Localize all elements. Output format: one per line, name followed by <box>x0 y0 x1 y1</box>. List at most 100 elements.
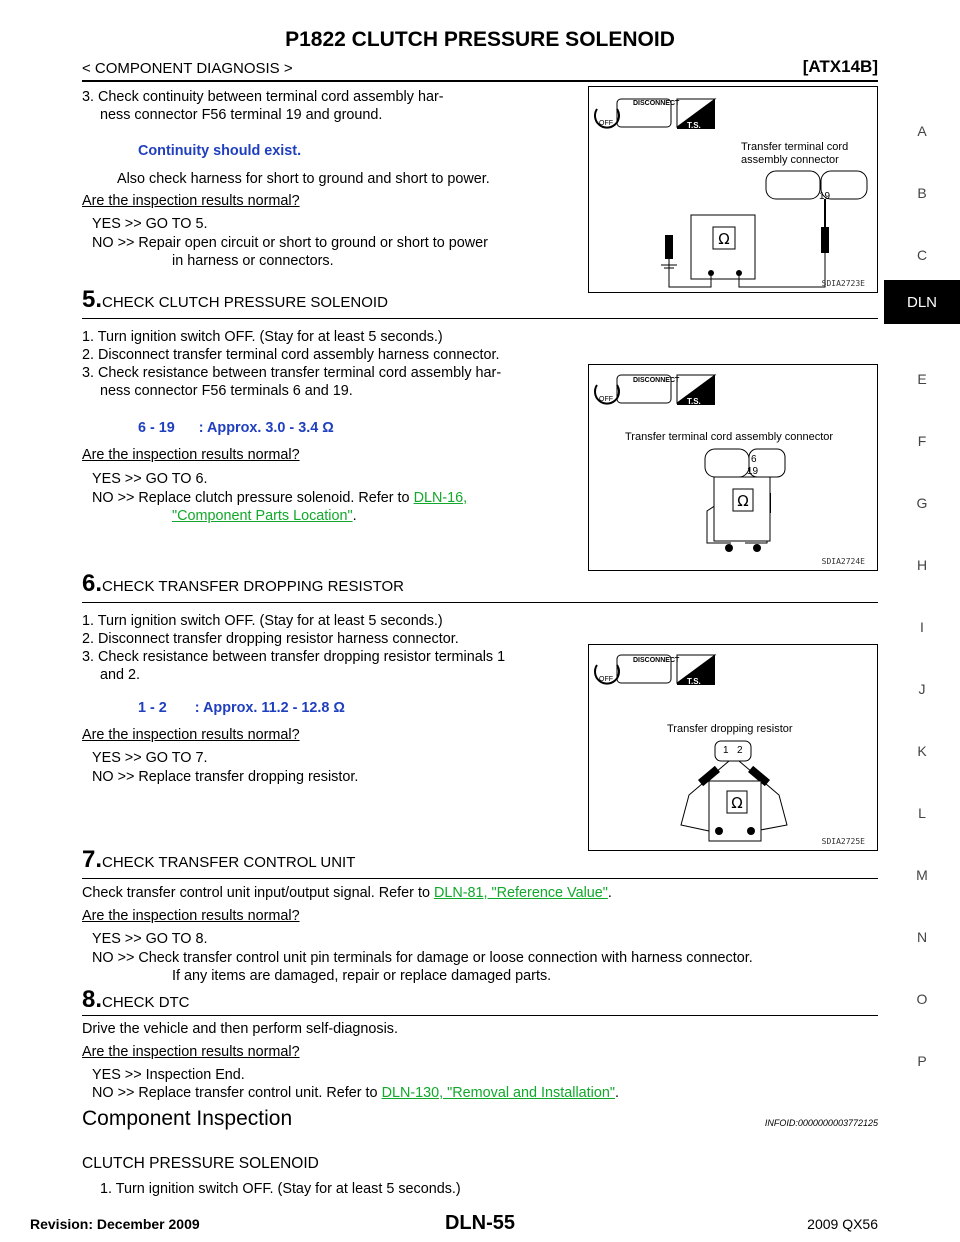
off-label: OFF <box>599 676 613 683</box>
figure-sdia2724e: Ω DISCONNECT OFF T.S. Transfer terminal … <box>588 364 878 571</box>
section-label: < COMPONENT DIAGNOSIS > <box>82 60 293 77</box>
side-index-c[interactable]: C <box>916 247 928 263</box>
side-index-k[interactable]: K <box>917 743 927 759</box>
step5-no-cont: "Component Parts Location". <box>172 507 357 525</box>
connector-shape <box>820 170 868 200</box>
step7-title: CHECK TRANSFER CONTROL UNIT <box>102 854 356 871</box>
continuity-check-diagram: Ω <box>594 98 868 288</box>
header-rule <box>82 80 878 82</box>
step5-line3-cont: ness connector F56 terminals 6 and 19. <box>100 383 353 399</box>
step5-line1: 1. Turn ignition switch OFF. (Stay for a… <box>82 329 443 345</box>
off-label: OFF <box>599 396 613 403</box>
side-index-p[interactable]: P <box>917 1053 927 1069</box>
connector-label: Transfer terminal cord assembly connecto… <box>625 431 834 443</box>
step6-title: CHECK TRANSFER DROPPING RESISTOR <box>102 578 405 595</box>
step6-spec: 1 - 2 : Approx. 11.2 - 12.8 Ω <box>138 700 345 716</box>
link-dln-16[interactable]: DLN-16, <box>413 490 468 506</box>
disconnect-label: DISCONNECT <box>633 100 680 107</box>
component-inspection-title: Component Inspection <box>82 1107 293 1130</box>
side-index: A B C E F G H I J K L M N O P <box>884 100 960 1092</box>
svg-text:Ω: Ω <box>737 492 748 510</box>
pin-2-label: 2 <box>737 745 743 756</box>
key-off-icon <box>594 108 620 129</box>
step8-rule <box>82 1015 878 1016</box>
step6-question: Are the inspection results normal? <box>82 727 300 743</box>
svg-text:Ω: Ω <box>731 794 742 812</box>
step3-spec: Continuity should exist. <box>138 143 302 159</box>
step6-no: NO >> Replace transfer dropping resistor… <box>92 769 359 785</box>
step6-rule <box>82 602 878 603</box>
resistance-check-diagram: Ω <box>594 374 786 552</box>
period: . <box>607 885 612 901</box>
pin-19-label: 19 <box>747 466 759 477</box>
step6-heading: 6.CHECK TRANSFER DROPPING RESISTOR <box>82 570 404 598</box>
step5-question: Are the inspection results normal? <box>82 447 300 463</box>
pin-1-label: 1 <box>723 745 729 756</box>
step3-no: NO >> Repair open circuit or short to gr… <box>92 235 488 251</box>
side-index-h[interactable]: H <box>916 557 928 573</box>
step8-no-text: NO >> Replace transfer control unit. Ref… <box>92 1085 382 1101</box>
side-index-j[interactable]: J <box>918 681 926 697</box>
ts-label: T.S. <box>687 677 701 686</box>
step7-line1: Check transfer control unit input/output… <box>82 884 612 902</box>
step5-rule <box>82 318 878 319</box>
resistor-label: Transfer dropping resistor <box>667 723 793 735</box>
step8-no: NO >> Replace transfer control unit. Ref… <box>92 1084 619 1102</box>
step5-title: CHECK CLUTCH PRESSURE SOLENOID <box>102 294 388 311</box>
step3-no-cont: in harness or connectors. <box>172 253 334 269</box>
step7-no: NO >> Check transfer control unit pin te… <box>92 950 753 966</box>
link-dln-130-removal-installation[interactable]: DLN-130, "Removal and Installation" <box>381 1085 615 1101</box>
step8-title: CHECK DTC <box>102 994 190 1011</box>
step7-question: Are the inspection results normal? <box>82 908 300 924</box>
page-title: P1822 CLUTCH PRESSURE SOLENOID <box>285 28 675 51</box>
disconnect-label: DISCONNECT <box>633 657 680 664</box>
side-index-l[interactable]: L <box>918 805 926 821</box>
step7-no-cont: If any items are damaged, repair or repl… <box>172 968 552 984</box>
ts-label: T.S. <box>687 121 701 130</box>
figure-caption: SDIA2725E <box>821 837 865 846</box>
step3-line1: 3. Check continuity between terminal cor… <box>82 89 444 105</box>
figure-caption: SDIA2723E <box>821 279 865 288</box>
step8-yes: YES >> Inspection End. <box>92 1067 245 1083</box>
side-index-active-dln[interactable]: DLN <box>884 280 960 324</box>
connector-label-line2: assembly connector <box>741 154 839 166</box>
side-index-i[interactable]: I <box>920 619 924 635</box>
link-dln-81-reference-value[interactable]: DLN-81, "Reference Value" <box>433 885 608 901</box>
step3-note: Also check harness for short to ground a… <box>117 171 490 187</box>
period: . <box>352 508 357 524</box>
step6-line3: 3. Check resistance between transfer dro… <box>82 649 506 665</box>
component-line1: 1. Turn ignition switch OFF. (Stay for a… <box>100 1181 461 1197</box>
step6-yes: YES >> GO TO 7. <box>92 750 208 766</box>
step3-line2: ness connector F56 terminal 19 and groun… <box>100 107 383 123</box>
step8-question: Are the inspection results normal? <box>82 1044 300 1060</box>
side-index-o[interactable]: O <box>916 991 928 1007</box>
step7-text: Check transfer control unit input/output… <box>82 885 434 901</box>
step7-number: 7. <box>82 846 103 873</box>
step5-line3: 3. Check resistance between transfer ter… <box>82 365 502 381</box>
step6-number: 6. <box>82 570 103 597</box>
model-code: [ATX14B] <box>802 57 878 76</box>
step7-rule <box>82 878 878 879</box>
step5-line2: 2. Disconnect transfer terminal cord ass… <box>82 347 500 363</box>
step5-yes: YES >> GO TO 6. <box>92 471 208 487</box>
step8-heading: 8.CHECK DTC <box>82 986 190 1014</box>
side-index-g[interactable]: G <box>916 495 928 511</box>
footer-page-number: DLN-55 <box>444 1212 515 1234</box>
step7-heading: 7.CHECK TRANSFER CONTROL UNIT <box>82 846 355 874</box>
side-index-b[interactable]: B <box>917 185 927 201</box>
step6-line3-cont: and 2. <box>100 667 141 683</box>
side-index-a[interactable]: A <box>917 123 927 139</box>
side-index-n[interactable]: N <box>916 929 928 945</box>
step3-yes: YES >> GO TO 5. <box>92 216 208 232</box>
side-index-f[interactable]: F <box>917 433 927 449</box>
side-index-m[interactable]: M <box>916 867 928 883</box>
link-component-parts-location[interactable]: "Component Parts Location" <box>172 508 353 524</box>
footer-model: 2009 QX56 <box>807 1216 878 1232</box>
pin-label: 19 <box>819 191 831 202</box>
resistor-check-diagram: Ω <box>594 654 788 842</box>
step8-number: 8. <box>82 986 103 1013</box>
step5-no-text: NO >> Replace clutch pressure solenoid. … <box>92 490 414 506</box>
svg-text:Ω: Ω <box>718 230 729 248</box>
side-index-e[interactable]: E <box>917 371 927 387</box>
off-label: OFF <box>599 120 613 127</box>
